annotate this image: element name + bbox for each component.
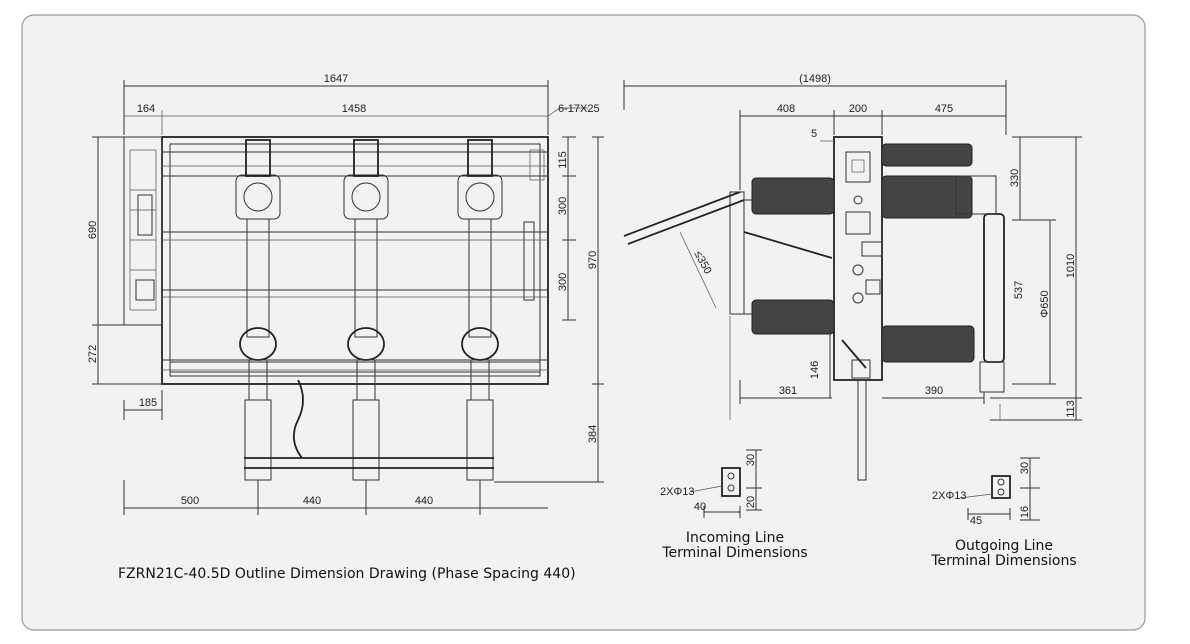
right-upper-insulator — [881, 175, 973, 219]
dim-384: 384 — [587, 425, 599, 443]
dim-1010: 1010 — [1065, 254, 1077, 278]
incoming-dim-30: 30 — [745, 454, 757, 466]
dim-330: 330 — [1009, 169, 1021, 187]
dim-115: 115 — [557, 151, 569, 169]
dim-1498: (1498) — [799, 73, 831, 85]
outgoing-dim-16: 16 — [1019, 506, 1031, 518]
side-view — [623, 80, 1082, 481]
dim-500: 500 — [181, 495, 199, 507]
left-lower-insulator — [751, 299, 835, 335]
dim-361: 361 — [779, 385, 797, 397]
dim-5: 5 — [811, 128, 817, 140]
left-upper-insulator — [751, 177, 835, 215]
front-view — [92, 80, 604, 515]
phase-3 — [457, 139, 503, 481]
dim-537: 537 — [1013, 281, 1025, 299]
incoming-dim-40: 40 — [694, 501, 706, 513]
outgoing-dim-45: 45 — [970, 515, 982, 527]
dim-690: 690 — [87, 221, 99, 239]
incoming-terminal-drawing — [689, 449, 762, 518]
operating-mechanism — [123, 136, 163, 326]
outgoing-label-line1: Outgoing Line — [955, 538, 1053, 554]
dim-408: 408 — [777, 103, 795, 115]
dim-390: 390 — [925, 385, 943, 397]
dim-hole-spec: 6-17X25 — [558, 103, 600, 115]
dim-185: 185 — [139, 397, 157, 409]
drawing-caption: FZRN21C-40.5D Outline Dimension Drawing … — [118, 566, 576, 582]
outgoing-holes: 2XΦ13 — [932, 490, 966, 502]
disconnect-blade — [623, 191, 745, 245]
outgoing-terminal-drawing — [959, 457, 1040, 521]
incoming-label-line1: Incoming Line — [686, 530, 784, 546]
dim-146: 146 — [809, 361, 821, 379]
dim-300-upper: 300 — [557, 197, 569, 215]
dim-200: 200 — [849, 103, 867, 115]
phase-1 — [235, 139, 281, 481]
dim-113: 113 — [1065, 400, 1077, 418]
outgoing-label-line2: Terminal Dimensions — [930, 553, 1076, 569]
dim-1647: 1647 — [324, 73, 348, 85]
dim-475: 475 — [935, 103, 953, 115]
dim-164: 164 — [137, 103, 155, 115]
incoming-holes: 2XΦ13 — [660, 486, 694, 498]
dim-970: 970 — [587, 251, 599, 269]
outgoing-terminal-bar — [991, 475, 1011, 499]
dim-440-first: 440 — [303, 495, 321, 507]
dim-440-second: 440 — [415, 495, 433, 507]
right-lower-insulator — [881, 325, 975, 363]
dim-300-lower: 300 — [557, 273, 569, 291]
incoming-label-line2: Terminal Dimensions — [661, 545, 807, 561]
outgoing-dim-30: 30 — [1019, 462, 1031, 474]
dim-1458: 1458 — [342, 103, 366, 115]
incoming-dim-20: 20 — [745, 496, 757, 508]
dim-phi650: Φ650 — [1039, 290, 1051, 317]
dim-272: 272 — [87, 345, 99, 363]
incoming-terminal-bar — [721, 467, 741, 497]
